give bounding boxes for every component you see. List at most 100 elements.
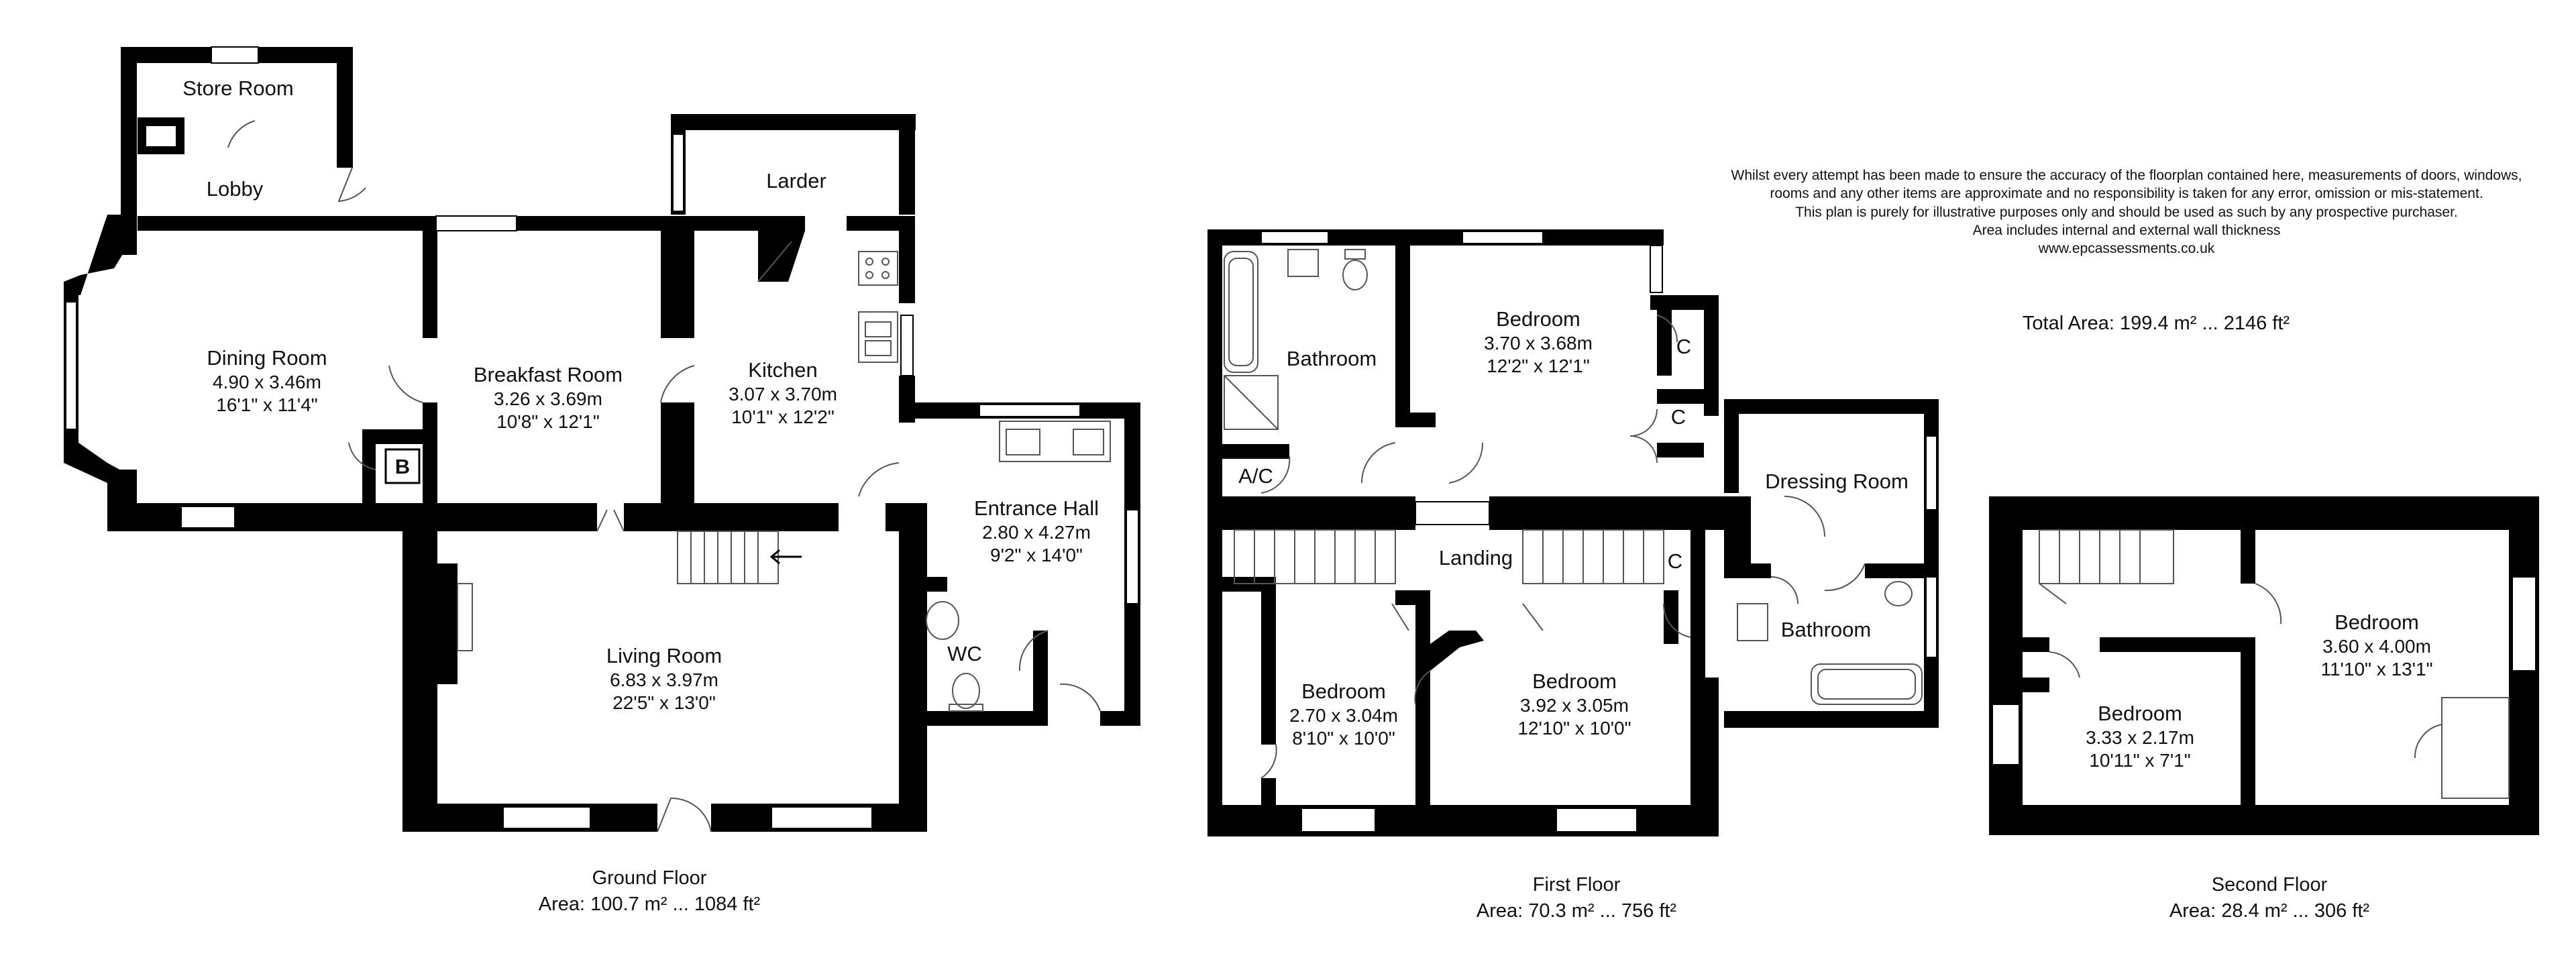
disclaimer-line: Area includes internal and external wall…: [1972, 222, 2281, 238]
total-area: Total Area: 199.4 m² ... 2146 ft²: [2022, 313, 2290, 334]
room-label-bedroom-3: Bedroom 3.92 x 3.05m 12'10" x 10'0": [1517, 669, 1631, 739]
room-label-larder: Larder: [766, 169, 826, 193]
door-swing-icon: [1260, 744, 1277, 779]
window-icon: [672, 133, 684, 212]
door-swing-icon: [1629, 435, 1658, 464]
door-swing-icon: [227, 120, 256, 148]
floor-area: Area: 28.4 m² ... 306 ft²: [2169, 900, 2370, 922]
door-swing-icon: [2049, 651, 2080, 678]
room-label-dressing-room: Dressing Room: [1765, 470, 1909, 494]
disclaimer-line: rooms and any other items are approximat…: [1770, 186, 2483, 202]
stairs: [2039, 529, 2174, 584]
ground-floor-fixtures: [227, 120, 1111, 832]
hob-icon: [858, 251, 898, 286]
window-icon: [65, 301, 77, 430]
window-icon: [211, 46, 259, 64]
disclaimer-line: This plan is purely for illustrative pur…: [1795, 204, 2458, 220]
door-swing-icon: [858, 462, 900, 497]
window-icon: [771, 806, 873, 829]
room-label-ac: A/C: [1238, 464, 1273, 488]
door-swing-icon: [2255, 583, 2282, 625]
window-icon: [1992, 704, 2020, 765]
window-icon: [1650, 245, 1663, 293]
shower-icon: [1224, 375, 1279, 430]
window-icon: [1301, 808, 1376, 832]
door-swing-icon: [1770, 576, 1799, 604]
floor-title: First Floor: [1532, 874, 1621, 896]
disclaimer: Whilst every attempt has been made to en…: [1623, 166, 2576, 258]
door-swing-icon: [1059, 683, 1101, 712]
door-swing-icon: [1824, 563, 1866, 592]
room-label-bathroom-1: Bathroom: [1286, 347, 1377, 371]
floor-area: Area: 70.3 m² ... 756 ft²: [1476, 900, 1677, 922]
room-label-bedroom-2: Bedroom 2.70 x 3.04m 8'10" x 10'0": [1289, 679, 1398, 749]
window-icon: [502, 806, 591, 829]
window-icon: [1260, 231, 1329, 244]
room-label-breakfast: Breakfast Room 3.26 x 3.69m 10'8" x 12'1…: [473, 362, 623, 432]
floor-area: Area: 100.7 m² ... 1084 ft²: [538, 893, 761, 916]
door-swing-icon: [1391, 603, 1409, 631]
door-swing-icon: [757, 241, 792, 282]
window-icon: [900, 315, 914, 376]
door-swing-icon: [337, 167, 366, 203]
room-label-landing: Landing: [1438, 546, 1513, 570]
disclaimer-url: www.epcassessments.co.uk: [2038, 241, 2215, 257]
window-icon: [1925, 435, 1937, 510]
door-swing-icon: [1260, 455, 1291, 494]
floor-title: Second Floor: [2211, 874, 2328, 896]
window-icon: [2512, 576, 2536, 671]
room-label-entrance-hall: Entrance Hall 2.80 x 4.27m 9'2" x 14'0": [973, 496, 1099, 565]
room-label-kitchen: Kitchen 3.07 x 3.70m 10'1" x 12'2": [729, 358, 837, 427]
second-floor-windows: [1992, 576, 2536, 765]
room-label-cupboard-3: C: [1667, 549, 1683, 574]
toilet-icon: [1884, 581, 1913, 606]
stairs: [1522, 529, 1664, 584]
toilet-icon: [952, 673, 980, 709]
door-swing-icon: [1360, 442, 1396, 484]
door-swing-icon: [1656, 315, 1678, 343]
window-icon: [979, 404, 1081, 417]
second-floor-caption: Second Floor Area: 28.4 m² ... 306 ft²: [2169, 872, 2369, 924]
floor-title: Ground Floor: [592, 867, 707, 889]
first-floor-fixtures: [1224, 249, 1923, 779]
door-swing-icon: [1522, 603, 1544, 631]
bath-icon: [1224, 251, 1258, 373]
room-label-store: Store Room: [182, 76, 294, 101]
door-swing-icon: [657, 797, 712, 832]
door-swing-icon: [1414, 670, 1431, 705]
window-icon: [1126, 509, 1139, 604]
bath-icon: [1811, 663, 1923, 705]
first-floor-caption: First Floor Area: 70.3 m² ... 756 ft²: [1477, 872, 1676, 924]
door-swing-icon: [348, 442, 376, 470]
sink-icon: [999, 421, 1111, 462]
sink-icon: [858, 311, 898, 363]
window-icon: [435, 215, 517, 231]
door-swing-icon: [1629, 409, 1658, 437]
wardrobe: [2441, 697, 2510, 799]
room-label-bedroom-1: Bedroom 3.70 x 3.68m 12'2" x 12'1": [1484, 307, 1593, 376]
room-label-cupboard-2: C: [1670, 405, 1686, 429]
window-icon: [1462, 231, 1544, 244]
door-swing-icon: [2414, 724, 2443, 759]
stairs-arrow-icon: [769, 549, 802, 565]
window-icon: [180, 506, 235, 529]
door-swing-icon: [388, 365, 423, 403]
door-swing-icon: [1784, 496, 1825, 537]
sink-icon: [1737, 603, 1768, 641]
room-label-wc: WC: [947, 642, 982, 666]
second-floor-fixtures: [2039, 529, 2510, 799]
boiler-icon: [384, 448, 421, 484]
room-label-living: Living Room 6.83 x 3.97m 22'5" x 13'0": [606, 643, 722, 713]
window-icon: [1925, 576, 1937, 658]
window-icon: [1556, 808, 1638, 832]
door-swing-icon: [596, 509, 625, 532]
door-swing-icon: [1448, 442, 1484, 484]
room-label-dining: Dining Room 4.90 x 3.46m 16'1" x 11'4": [207, 345, 327, 415]
room-label-bedroom-4: Bedroom 3.60 x 4.00m 11'10" x 13'1": [2320, 610, 2433, 680]
window-icon: [1415, 501, 1490, 525]
ground-floor-caption: Ground Floor Area: 100.7 m² ... 1084 ft²: [539, 865, 760, 918]
fireplace: [457, 583, 473, 651]
door-swing-icon: [1662, 603, 1691, 638]
room-label-bedroom-5: Bedroom 3.33 x 2.17m 10'11" x 7'1": [2086, 701, 2194, 771]
